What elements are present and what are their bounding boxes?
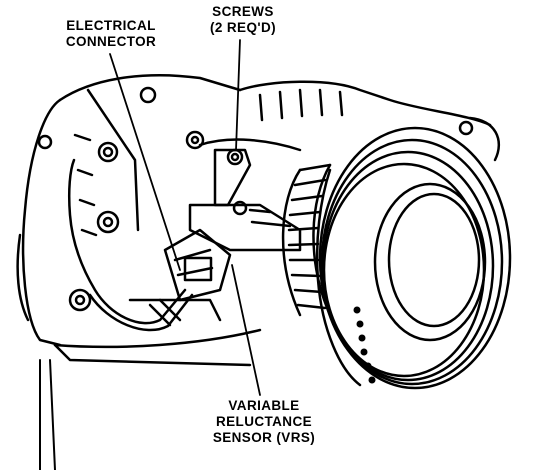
block-bolts [37,86,205,312]
label-line: SCREWS [212,4,274,19]
label-line: (2 REQ'D) [209,20,277,35]
front-cover [198,80,501,162]
leader-vrs [231,264,261,396]
label-line: CONNECTOR [65,34,157,49]
pulley-holes [353,306,376,384]
label-line: SENSOR (VRS) [212,430,316,445]
crankshaft-pulley [315,126,512,390]
vrs-body [163,228,232,302]
leader-lines [109,39,261,396]
label-line: ELECTRICAL [66,18,156,33]
label-line: RELUCTANCE [216,414,312,429]
label-screws: SCREWS (2 REQ'D) [193,4,293,36]
label-line: VARIABLE [228,398,300,413]
leader-screws [235,39,241,151]
electrical-harness [67,158,194,332]
label-electrical-connector: ELECTRICAL CONNECTOR [57,18,165,50]
reluctor-ring [281,163,332,317]
label-variable-reluctance-sensor: VARIABLE RELUCTANCE SENSOR (VRS) [200,398,328,446]
leader-electrical-connector [109,53,181,271]
engine-block [16,73,262,470]
